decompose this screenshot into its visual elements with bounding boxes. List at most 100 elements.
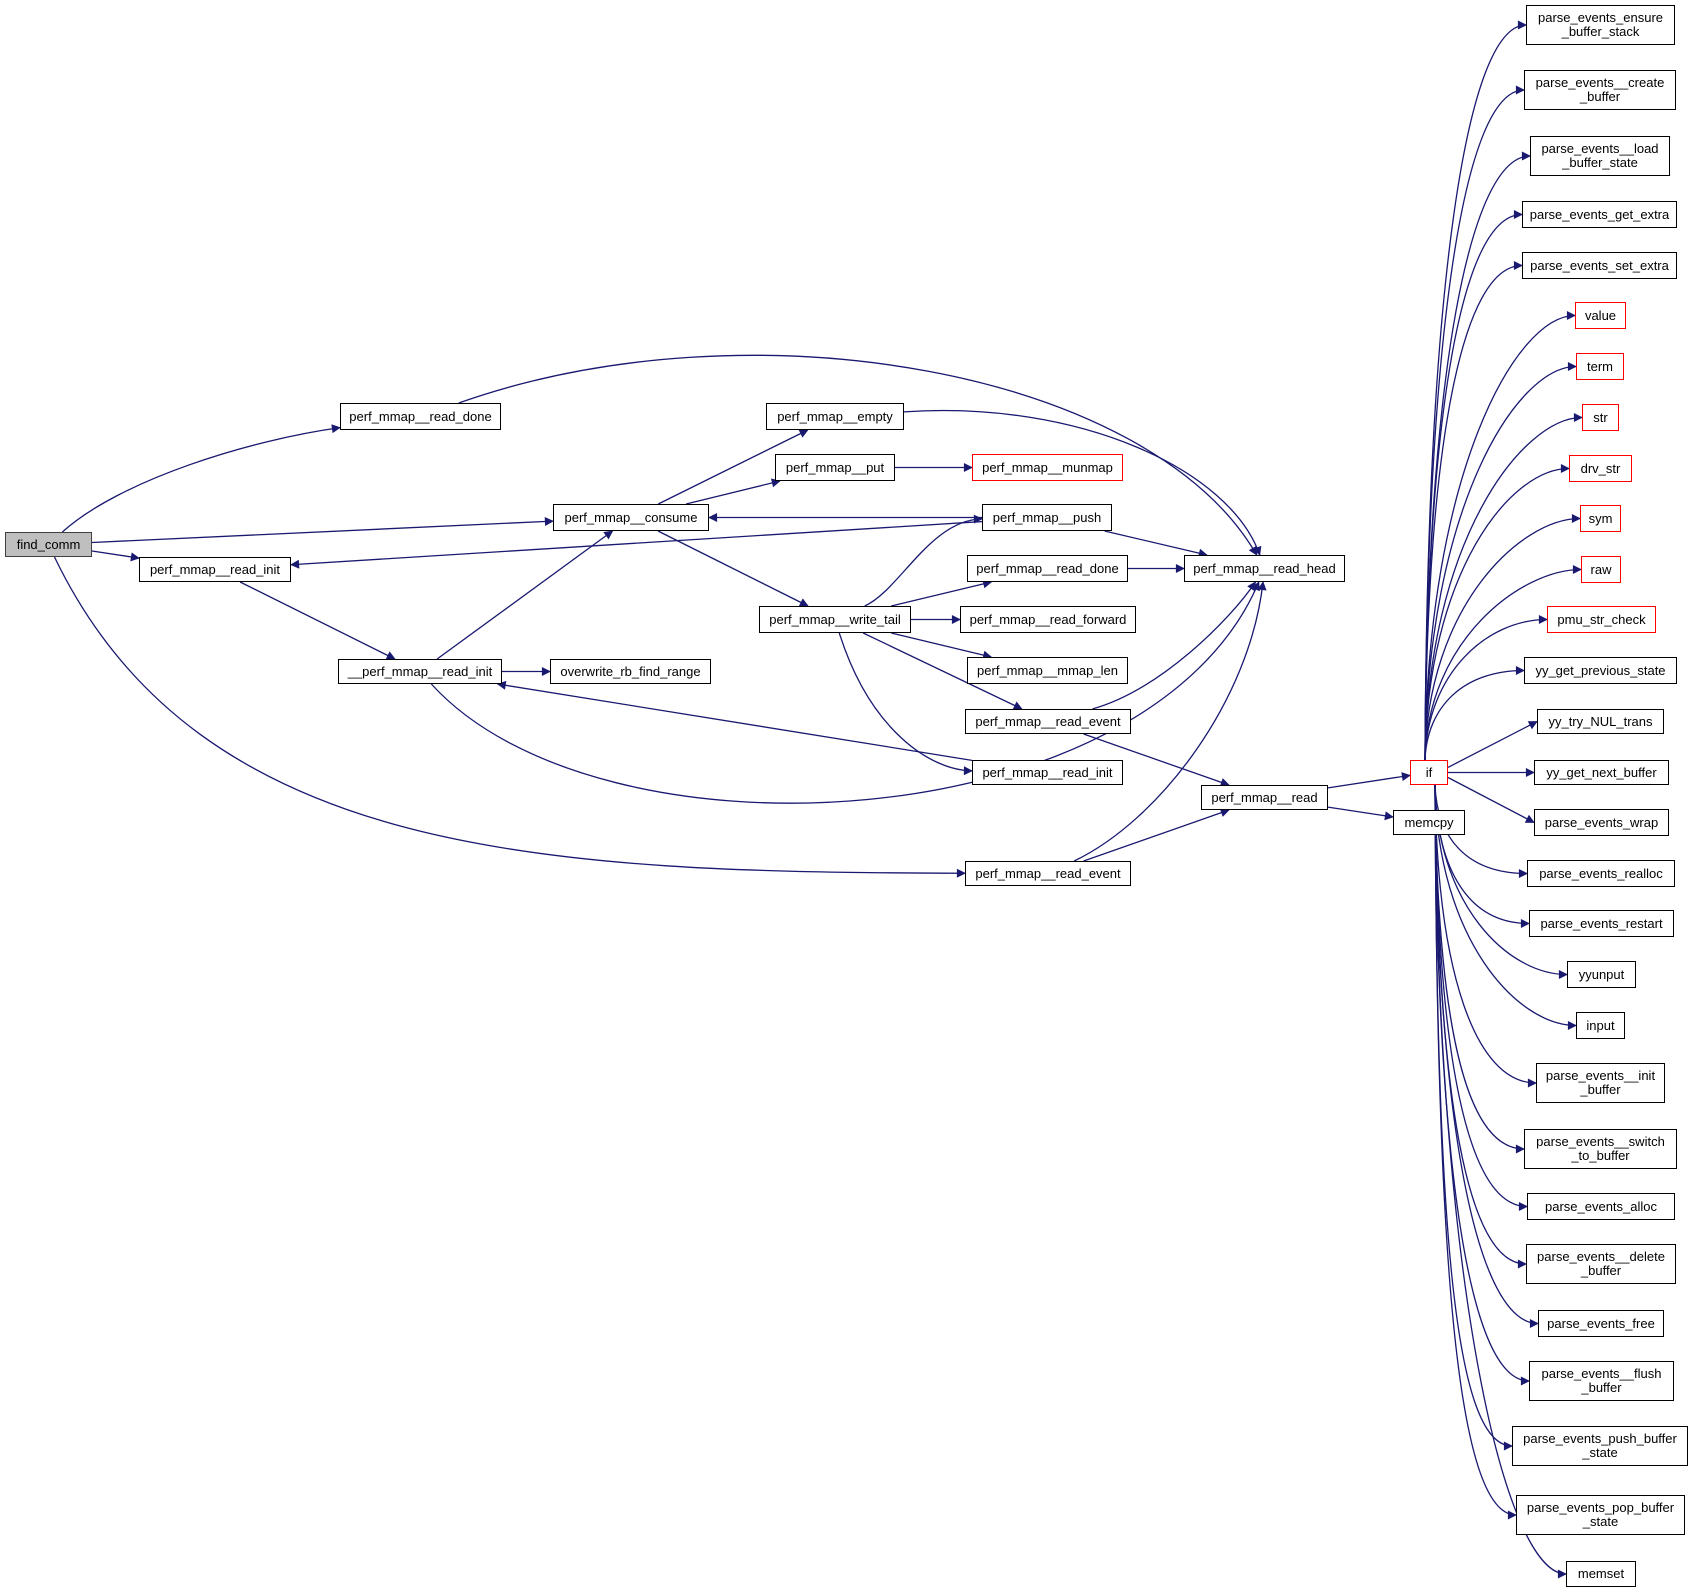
node-label: parse_events__load _buffer_state (1541, 141, 1659, 170)
edge-push-to-read-init-a (290, 520, 983, 569)
node-read-done-a[interactable]: perf_mmap__read_done (340, 403, 501, 430)
node-label: parse_events__delete _buffer (1537, 1249, 1665, 1278)
node-switch-buffer[interactable]: parse_events__switch _to_buffer (1524, 1129, 1677, 1169)
node-get-extra[interactable]: parse_events_get_extra (1522, 201, 1677, 228)
edge-if-to-pmu-str-check (1424, 615, 1548, 761)
edge-write-tail-to-read-init-b (838, 632, 973, 776)
edge-if-to-delete-buffer (1434, 784, 1527, 1269)
node-delete-buffer[interactable]: parse_events__delete _buffer (1526, 1244, 1676, 1284)
node-label: value (1584, 307, 1617, 323)
edge-find-comm-to-read-event-a (53, 556, 966, 878)
node-raw[interactable]: raw (1581, 556, 1621, 583)
edge-write-tail-to-mmap-len (891, 632, 993, 660)
node-label: yy_get_previous_state (1535, 662, 1666, 678)
edge-if-to-restart (1434, 784, 1530, 928)
node-drv-str[interactable]: drv_str (1569, 455, 1632, 482)
node-input[interactable]: input (1576, 1012, 1625, 1039)
node-label: perf_mmap__read_forward (969, 611, 1127, 627)
edge-if-to-wrap (1447, 776, 1535, 824)
node-ensure-stack[interactable]: parse_events_ensure _buffer_stack (1526, 5, 1675, 45)
edge-if-to-free (1434, 784, 1539, 1328)
node-read-init-b[interactable]: perf_mmap__read_init (972, 760, 1123, 785)
node-wrap[interactable]: parse_events_wrap (1534, 809, 1669, 836)
node-nul-trans[interactable]: yy_try_NUL_trans (1537, 709, 1664, 734)
node-read-event-b[interactable]: perf_mmap__read_event (965, 709, 1131, 734)
node-label: pmu_str_check (1557, 611, 1646, 627)
node-overwrite[interactable]: overwrite_rb_find_range (550, 659, 711, 684)
node-mmap-len[interactable]: perf_mmap__mmap_len (967, 657, 1128, 684)
node-empty[interactable]: perf_mmap__empty (766, 403, 904, 430)
node-label: perf_mmap__empty (777, 408, 893, 424)
node-label: perf_mmap__read_event (975, 865, 1121, 881)
node-value[interactable]: value (1575, 302, 1626, 329)
edge-if-to-memset (1434, 784, 1567, 1579)
edge-read-event-a-to-read-head (1073, 581, 1267, 862)
edge-if-to-pop-state (1434, 784, 1517, 1520)
node-memset[interactable]: memset (1566, 1561, 1636, 1587)
node-label: memset (1577, 1566, 1625, 1581)
node-push[interactable]: perf_mmap__push (982, 504, 1112, 531)
node-label: perf_mmap__put (785, 459, 885, 475)
node-label: yy_get_next_buffer (1546, 764, 1657, 780)
node-read-init[interactable]: __perf_mmap__read_init (338, 659, 502, 684)
node-read[interactable]: perf_mmap__read (1201, 785, 1328, 810)
node-label: find_comm (16, 536, 81, 552)
node-label: perf_mmap__write_tail (769, 611, 901, 627)
node-memcpy[interactable]: memcpy (1393, 810, 1465, 835)
edge-find-comm-to-consume (91, 516, 554, 544)
node-munmap[interactable]: perf_mmap__munmap (972, 454, 1123, 481)
node-str[interactable]: str (1582, 404, 1619, 431)
node-read-forward[interactable]: perf_mmap__read_forward (960, 606, 1136, 633)
node-next-buffer[interactable]: yy_get_next_buffer (1534, 760, 1669, 785)
node-create-buffer[interactable]: parse_events__create _buffer (1524, 70, 1676, 110)
node-restart[interactable]: parse_events_restart (1529, 910, 1674, 937)
edge-if-to-nul-trans (1447, 720, 1538, 768)
node-read-init-a[interactable]: perf_mmap__read_init (139, 557, 291, 582)
node-read-head[interactable]: perf_mmap__read_head (1184, 555, 1345, 582)
node-label: parse_events_free (1547, 1315, 1655, 1331)
node-read-done-b[interactable]: perf_mmap__read_done (967, 555, 1128, 582)
edge-read-done-a-to-read-head (458, 354, 1258, 556)
node-label: perf_mmap__read_head (1193, 560, 1336, 576)
node-label: perf_mmap__read_event (975, 713, 1121, 729)
edge-find-comm-to-read-init-a (91, 550, 140, 562)
node-label: perf_mmap__read_init (149, 561, 281, 577)
node-consume[interactable]: perf_mmap__consume (553, 504, 709, 531)
node-if[interactable]: if (1410, 760, 1448, 785)
node-label: parse_events__switch _to_buffer (1536, 1134, 1665, 1163)
node-set-extra[interactable]: parse_events_set_extra (1522, 252, 1677, 279)
node-label: perf_mmap__consume (564, 509, 698, 525)
node-load-state[interactable]: parse_events__load _buffer_state (1530, 136, 1670, 176)
edge-push-to-read-head (1104, 530, 1208, 558)
node-pmu-str-check[interactable]: pmu_str_check (1547, 606, 1656, 633)
node-label: parse_events_get_extra (1529, 206, 1670, 222)
node-init-buffer[interactable]: parse_events__init _buffer (1536, 1063, 1665, 1103)
node-label: perf_mmap__munmap (982, 459, 1113, 475)
node-term[interactable]: term (1576, 353, 1624, 380)
edge-if-to-get-extra (1424, 210, 1523, 761)
node-realloc[interactable]: parse_events_realloc (1527, 860, 1675, 887)
node-yyunput[interactable]: yyunput (1567, 961, 1636, 988)
node-alloc[interactable]: parse_events_alloc (1527, 1193, 1675, 1220)
node-sym[interactable]: sym (1580, 505, 1621, 532)
node-push-state[interactable]: parse_events_push_buffer _state (1512, 1426, 1688, 1466)
edge-consume-to-empty (657, 429, 809, 505)
node-label: yyunput (1578, 966, 1625, 982)
edge-if-to-raw (1424, 565, 1582, 761)
node-prev-state[interactable]: yy_get_previous_state (1524, 657, 1677, 684)
node-find-comm: find_comm (5, 532, 92, 557)
node-write-tail[interactable]: perf_mmap__write_tail (759, 606, 911, 633)
node-put[interactable]: perf_mmap__put (775, 454, 895, 481)
node-label: term (1587, 358, 1613, 374)
node-label: parse_events_restart (1540, 915, 1663, 931)
node-read-event-a[interactable]: perf_mmap__read_event (965, 861, 1131, 886)
node-pop-state[interactable]: parse_events_pop_buffer _state (1516, 1495, 1685, 1535)
node-flush-buffer[interactable]: parse_events__flush _buffer (1529, 1361, 1674, 1401)
node-free[interactable]: parse_events_free (1538, 1310, 1664, 1337)
node-label: overwrite_rb_find_range (560, 663, 701, 679)
node-label: yy_try_NUL_trans (1548, 713, 1653, 729)
node-label: perf_mmap__push (992, 509, 1102, 525)
edge-read-init-a-to-read-init (239, 581, 396, 660)
node-label: perf_mmap__mmap_len (977, 662, 1118, 678)
